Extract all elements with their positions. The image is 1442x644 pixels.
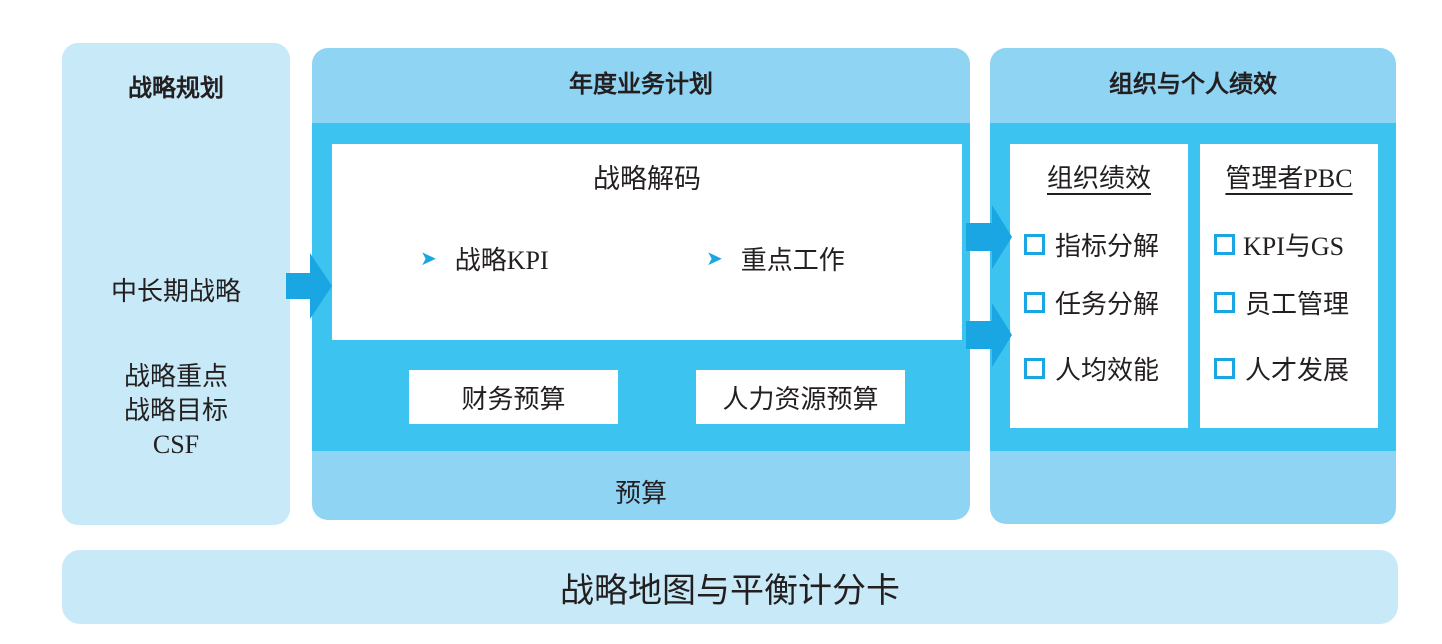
checkbox-square-icon [1024,292,1045,313]
strategy-details: 战略重点 战略目标 CSF [62,360,290,462]
budget-label: 预算 [614,478,667,508]
financial-budget-box: 财务预算 [409,370,618,424]
org-item-3: 人均效能 [1024,350,1159,387]
strategy-planning-panel [62,43,290,525]
checkbox-square-icon [1214,292,1235,313]
key-work-label: 重点工作 [740,245,845,275]
strategy-focus-label: 战略重点 [123,362,228,391]
hr-budget-box: 人力资源预算 [696,370,905,424]
block-arrow-right-icon [966,205,1012,269]
checkbox-square-icon [1024,358,1045,379]
manager-item-1: KPI与GS [1214,226,1344,263]
checkbox-square-icon [1214,358,1235,379]
checkbox-square-icon [1214,234,1235,255]
annual-plan-title: 年度业务计划 [569,70,713,98]
mid-long-term-strategy-label: 中长期战略 [110,276,241,306]
manager-pbc-box: 管理者PBC KPI与GS 员工管理 人才发展 [1200,144,1378,428]
checkbox-square-icon [1024,234,1045,255]
manager-item-2: 员工管理 [1214,284,1349,321]
org-performance-box: 组织绩效 指标分解 任务分解 人均效能 [1010,144,1188,428]
key-work-item: ➤ 重点工作 [706,238,845,278]
strategy-planning-title: 战略规划 [128,74,224,102]
org-performance-title: 组织绩效 [1046,164,1151,193]
org-item-2: 任务分解 [1024,284,1159,321]
strategy-kpi-label: 战略KPI [454,245,549,275]
csf-label: CSF [152,430,200,459]
strategy-goal-label: 战略目标 [123,396,228,425]
block-arrow-right-icon [966,303,1012,367]
strategy-kpi-item: ➤ 战略KPI [420,238,549,278]
manager-pbc-title: 管理者PBC [1225,164,1353,193]
strategy-map-bsc-bar: 战略地图与平衡计分卡 [62,550,1398,624]
chevron-right-icon: ➤ [420,246,437,270]
strategy-decode-title: 战略解码 [593,163,701,194]
org-item-1: 指标分解 [1024,226,1159,263]
strategy-decode-box [332,144,962,340]
performance-title: 组织与个人绩效 [1109,70,1277,98]
chevron-right-icon: ➤ [706,246,723,270]
block-arrow-right-icon [286,253,332,319]
manager-item-3: 人才发展 [1214,350,1349,387]
